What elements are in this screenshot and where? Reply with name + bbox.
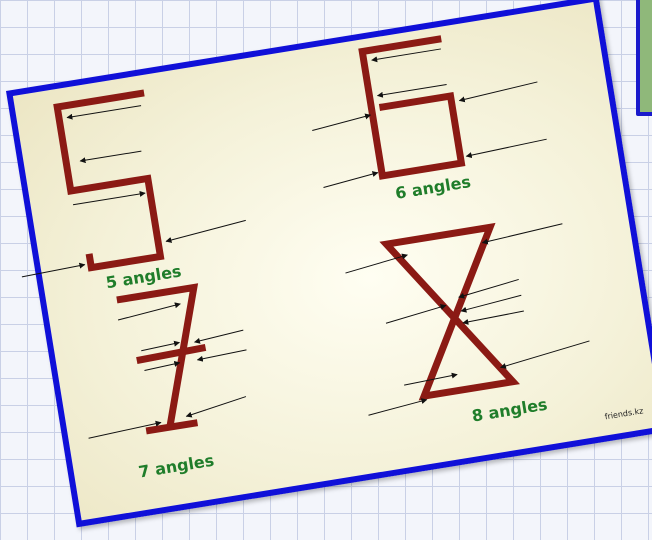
digit-eight-shape	[379, 222, 520, 401]
digit-diagrams	[21, 35, 590, 439]
digit-five-arrows	[21, 105, 246, 278]
digit-five-shape	[53, 89, 165, 272]
corner-thumbnail	[636, 0, 652, 116]
digit-seven-shape	[116, 283, 207, 435]
digit-six-shape	[358, 35, 466, 180]
digit-six-arrows	[312, 48, 547, 188]
digit-eight-arrows	[345, 223, 590, 416]
digit-seven-arrows	[88, 302, 247, 439]
angles-card: 5 angles 6 angles 7 angles 8 angles frie…	[6, 0, 652, 528]
